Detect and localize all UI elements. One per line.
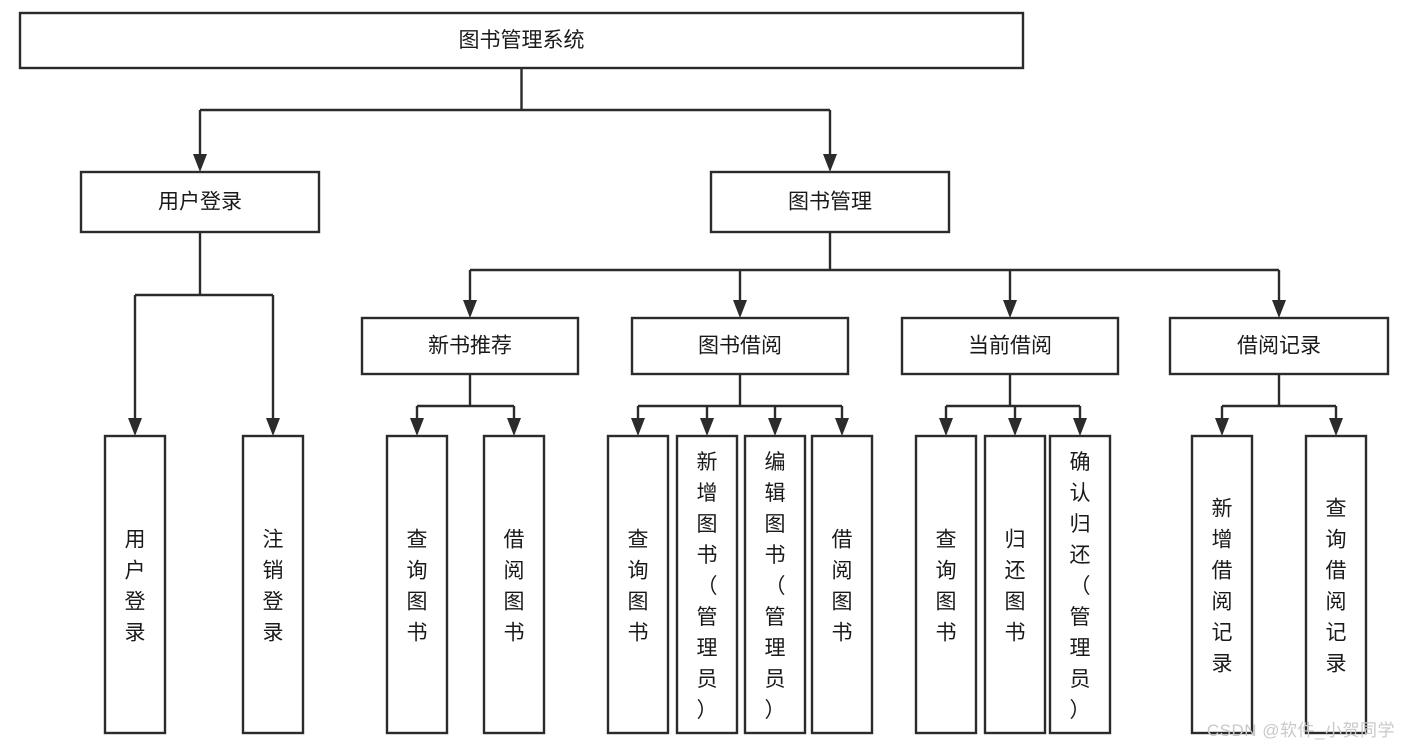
arrow-head xyxy=(463,300,477,318)
arrow-head xyxy=(266,418,280,436)
node-box-add-book xyxy=(675,434,739,735)
node-book-borrow[interactable]: 图书借阅 xyxy=(630,316,850,376)
node-add-borrow-record[interactable]: 新增借阅记录 xyxy=(1190,434,1254,735)
node-box-user-login-do xyxy=(103,434,167,735)
node-label-new-book-recommend: 新书推荐 xyxy=(428,335,512,358)
node-box-new-book-recommend xyxy=(360,316,580,376)
node-box-query-borrow-record xyxy=(1304,434,1368,735)
node-book-management[interactable]: 图书管理 xyxy=(709,170,951,234)
node-label-user-login-do: 用户登录 xyxy=(125,529,146,645)
node-query-book-3[interactable]: 查询图书 xyxy=(914,434,978,735)
node-user-logout[interactable]: 注销登录 xyxy=(241,434,305,735)
node-box-edit-book xyxy=(743,434,807,735)
node-return-book[interactable]: 归还图书 xyxy=(983,434,1047,735)
node-box-borrow-book-1 xyxy=(482,434,546,735)
node-box-borrow-records xyxy=(1168,316,1390,376)
node-label-edit-book: 编辑图书（管理员） xyxy=(765,451,786,722)
nodes-layer: 图书管理系统用户登录用户登录注销登录图书管理新书推荐查询图书借阅图书图书借阅查询… xyxy=(18,11,1390,735)
node-label-borrow-records: 借阅记录 xyxy=(1237,335,1321,358)
node-label-confirm-return: 确认归还（管理员） xyxy=(1070,451,1091,722)
node-label-query-book-3: 查询图书 xyxy=(936,529,957,645)
node-label-current-borrow: 当前借阅 xyxy=(968,335,1052,358)
node-box-borrow-book-2 xyxy=(810,434,874,735)
arrow-head xyxy=(823,154,837,172)
node-label-root: 图书管理系统 xyxy=(459,29,585,52)
arrow-head xyxy=(1003,300,1017,318)
node-box-return-book xyxy=(983,434,1047,735)
node-label-query-book-1: 查询图书 xyxy=(407,529,428,645)
node-borrow-book-2[interactable]: 借阅图书 xyxy=(810,434,874,735)
node-label-book-borrow: 图书借阅 xyxy=(698,335,782,358)
node-label-borrow-book-2: 借阅图书 xyxy=(832,529,853,645)
node-current-borrow[interactable]: 当前借阅 xyxy=(900,316,1120,376)
arrow-head xyxy=(193,154,207,172)
node-label-borrow-book-1: 借阅图书 xyxy=(504,529,525,645)
arrow-head xyxy=(631,418,645,436)
node-user-login[interactable]: 用户登录 xyxy=(79,170,321,234)
node-box-query-book-2 xyxy=(606,434,670,735)
node-label-return-book: 归还图书 xyxy=(1005,529,1026,645)
node-query-book-2[interactable]: 查询图书 xyxy=(606,434,670,735)
node-label-query-borrow-record: 查询借阅记录 xyxy=(1326,498,1347,676)
arrow-head xyxy=(507,418,521,436)
node-label-query-book-2: 查询图书 xyxy=(628,529,649,645)
node-edit-book[interactable]: 编辑图书（管理员） xyxy=(743,434,807,735)
node-borrow-book-1[interactable]: 借阅图书 xyxy=(482,434,546,735)
arrow-head xyxy=(410,418,424,436)
node-box-user-login xyxy=(79,170,321,234)
arrow-head xyxy=(1215,418,1229,436)
node-add-book[interactable]: 新增图书（管理员） xyxy=(675,434,739,735)
node-borrow-records[interactable]: 借阅记录 xyxy=(1168,316,1390,376)
arrow-head xyxy=(939,418,953,436)
arrow-head xyxy=(835,418,849,436)
node-box-query-book-3 xyxy=(914,434,978,735)
node-query-borrow-record[interactable]: 查询借阅记录 xyxy=(1304,434,1368,735)
arrow-head xyxy=(128,418,142,436)
arrow-head xyxy=(1329,418,1343,436)
node-label-book-management: 图书管理 xyxy=(788,191,872,214)
node-box-user-logout xyxy=(241,434,305,735)
arrow-head xyxy=(700,418,714,436)
node-confirm-return[interactable]: 确认归还（管理员） xyxy=(1048,434,1112,735)
node-label-user-logout: 注销登录 xyxy=(263,529,284,645)
arrow-head xyxy=(1272,300,1286,318)
arrow-head xyxy=(768,418,782,436)
node-box-book-borrow xyxy=(630,316,850,376)
node-box-add-borrow-record xyxy=(1190,434,1254,735)
arrow-head xyxy=(1008,418,1022,436)
arrow-head xyxy=(1073,418,1087,436)
node-box-root xyxy=(18,11,1025,70)
node-box-book-management xyxy=(709,170,951,234)
node-user-login-do[interactable]: 用户登录 xyxy=(103,434,167,735)
node-label-add-book: 新增图书（管理员） xyxy=(697,451,718,722)
node-label-user-login: 用户登录 xyxy=(158,191,242,214)
node-box-current-borrow xyxy=(900,316,1120,376)
connectors-layer xyxy=(128,68,1343,436)
node-box-confirm-return xyxy=(1048,434,1112,735)
node-root[interactable]: 图书管理系统 xyxy=(18,11,1025,70)
node-query-book-1[interactable]: 查询图书 xyxy=(385,434,449,735)
arrow-head xyxy=(733,300,747,318)
node-new-book-recommend[interactable]: 新书推荐 xyxy=(360,316,580,376)
node-label-add-borrow-record: 新增借阅记录 xyxy=(1212,498,1233,676)
node-box-query-book-1 xyxy=(385,434,449,735)
